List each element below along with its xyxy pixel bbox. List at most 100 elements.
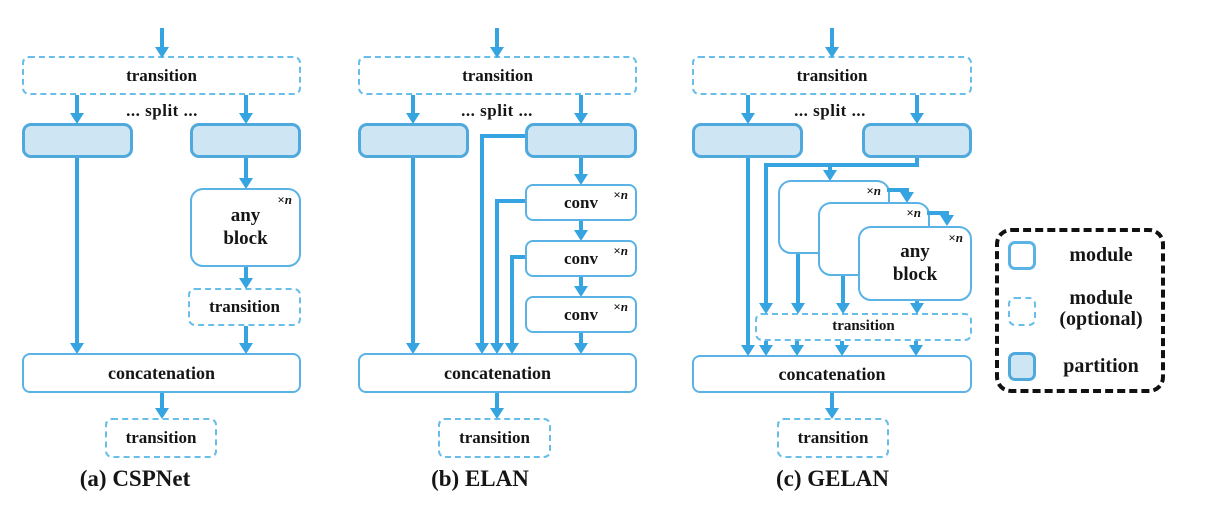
legend-label-module: module	[1069, 244, 1133, 266]
legend-label-line: (optional)	[1059, 308, 1143, 330]
repeat-count-label: ×n	[613, 243, 628, 258]
node-label: transition	[125, 428, 197, 448]
flow-line	[841, 276, 845, 303]
flow-line	[579, 333, 583, 343]
node-label: conv	[564, 192, 598, 212]
node-transition-top: transition	[692, 56, 972, 95]
arrowhead	[741, 345, 755, 356]
arrowhead	[505, 343, 519, 354]
arrowhead	[239, 278, 253, 289]
connector-line	[927, 211, 949, 215]
arrowhead	[70, 343, 84, 354]
arrowhead	[790, 345, 804, 356]
legend-label-module-optional: module (optional)	[1044, 288, 1158, 330]
flow-line	[746, 158, 750, 345]
node-label: concatenation	[778, 363, 886, 384]
flow-line	[579, 277, 583, 286]
caption-cspnet: (a) CSPNet	[79, 466, 191, 491]
node-transition-out: transition	[105, 418, 217, 458]
node-transition-mid: transition	[188, 288, 301, 326]
bypass-line	[510, 255, 514, 343]
arrowhead	[490, 47, 504, 58]
flow-line	[764, 341, 768, 345]
node-label: transition	[832, 318, 895, 335]
repeat-count-label: ×n	[613, 187, 628, 202]
flow-line	[411, 95, 415, 113]
arrowhead	[909, 345, 923, 356]
node-transition-top: transition	[358, 56, 637, 95]
flow-line	[244, 326, 248, 343]
flow-line	[830, 28, 834, 47]
node-label: concatenation	[108, 362, 215, 383]
node-label: transition	[126, 65, 197, 85]
node-label: conv	[564, 248, 598, 268]
arrowhead	[910, 303, 924, 314]
node-label: transition	[459, 428, 530, 448]
node-concatenation: concatenation	[358, 353, 637, 393]
caption-elan: (b) ELAN	[431, 466, 529, 491]
arrowhead	[823, 170, 837, 181]
node-concatenation: concatenation	[692, 355, 972, 393]
flow-line	[914, 341, 918, 345]
arrowhead	[406, 113, 420, 124]
bypass-line	[495, 199, 499, 343]
repeat-count-label: ×n	[866, 183, 881, 198]
flow-line	[746, 95, 750, 113]
arrowhead	[835, 345, 849, 356]
node-label: transition	[797, 428, 869, 448]
node-transition-out: transition	[777, 418, 889, 458]
arrowhead	[791, 303, 805, 314]
arrowhead	[574, 174, 588, 185]
node-partition-right	[525, 123, 637, 158]
split-label: ... split ...	[461, 101, 533, 120]
node-partition-right	[190, 123, 301, 158]
bypass-line	[482, 134, 525, 138]
node-partition-left	[358, 123, 469, 158]
repeat-count-label: ×n	[948, 230, 963, 245]
bypass-line	[497, 199, 525, 203]
arrowhead	[475, 343, 489, 354]
flow-line	[579, 221, 583, 230]
route-line	[764, 163, 919, 167]
flow-line	[579, 95, 583, 113]
flow-line	[830, 393, 834, 408]
arrowhead	[759, 345, 773, 356]
flow-line	[915, 158, 919, 167]
node-label: concatenation	[444, 362, 551, 383]
arrowhead	[836, 303, 850, 314]
repeat-count-label: ×n	[613, 299, 628, 314]
flow-line	[160, 28, 164, 47]
arrowhead	[574, 343, 588, 354]
flow-line	[244, 95, 248, 113]
flow-line	[796, 254, 800, 303]
flow-line	[75, 158, 79, 343]
arrowhead	[239, 343, 253, 354]
arrowhead	[239, 113, 253, 124]
arrowhead	[70, 113, 84, 124]
node-label: transition	[462, 65, 533, 85]
node-partition-left	[692, 123, 803, 158]
node-conv-1: conv ×n	[525, 184, 637, 221]
arrowhead	[741, 113, 755, 124]
repeat-count-label: ×n	[906, 205, 921, 220]
node-transition-mid: transition	[755, 313, 972, 341]
flow-line	[795, 341, 799, 345]
flow-line	[915, 95, 919, 113]
flow-line	[411, 158, 415, 343]
flow-line	[244, 267, 248, 278]
arrowhead	[490, 343, 504, 354]
node-conv-3: conv×n	[525, 296, 637, 333]
arrowhead	[900, 192, 914, 203]
bypass-line	[764, 163, 768, 303]
flow-line	[160, 393, 164, 408]
flow-line	[244, 158, 248, 178]
arrowhead	[759, 303, 773, 314]
node-transition-out: transition	[438, 418, 551, 458]
legend-swatch-module-optional	[1008, 297, 1036, 326]
bypass-line	[512, 255, 525, 259]
arrowhead	[406, 343, 420, 354]
flow-line	[495, 393, 499, 408]
